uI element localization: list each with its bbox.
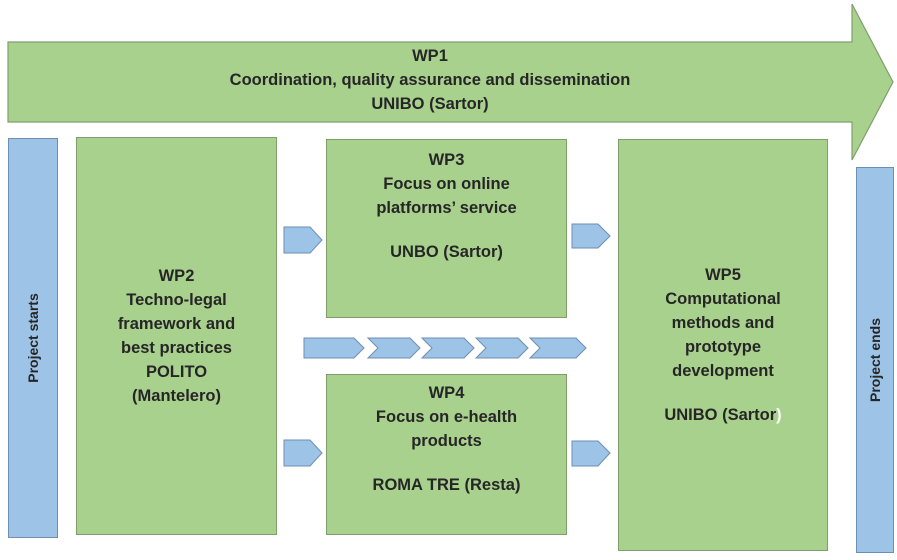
wp5-line: development	[672, 362, 774, 380]
wp2-line: framework and	[117, 315, 236, 333]
wp3-title: WP3	[428, 151, 465, 169]
project-ends-bar: Project ends	[856, 167, 894, 553]
arrow-wp4-to-wp5	[571, 440, 611, 467]
wp4-box: WP4 Focus on e-health products ROMA TRE …	[326, 374, 567, 535]
chevron-1	[303, 337, 365, 359]
arrow-wp3-to-wp5	[571, 223, 611, 249]
chevron-5	[528, 337, 587, 359]
wp5-lead: UNIBO (Sartor	[664, 406, 777, 424]
wp5-lead-wrap: UNIBO (Sartor)	[664, 403, 781, 427]
arrow-wp2-to-wp3	[283, 226, 323, 254]
wp2-line: (Mantelero)	[132, 387, 221, 405]
wp3-lead: UNBO (Sartor)	[390, 243, 503, 261]
project-starts-bar: Project starts	[8, 138, 58, 538]
wp3-line: platforms’ service	[376, 199, 517, 217]
wp1-arrow	[7, 3, 894, 161]
wp2-title: WP2	[158, 267, 195, 285]
wp5-title: WP5	[705, 266, 741, 284]
wp2-line: Techno-legal	[126, 291, 227, 309]
wp2-line: best practices	[121, 339, 232, 357]
wp4-title: WP4	[428, 384, 465, 402]
arrow-wp2-to-wp4	[283, 439, 323, 467]
wp1-text: WP1 Coordination, quality assurance and …	[10, 44, 850, 116]
chevron-4	[474, 337, 529, 359]
wp1-lead: UNIBO (Sartor)	[371, 95, 489, 113]
wp4-line: Focus on e-health	[375, 408, 518, 426]
wp2-box: WP2 Techno-legal framework and best prac…	[76, 137, 277, 535]
chevron-2	[366, 337, 421, 359]
wp5-line: Computational	[665, 290, 781, 308]
wp1-subtitle: Coordination, quality assurance and diss…	[229, 71, 631, 89]
wp4-lead: ROMA TRE (Resta)	[372, 476, 521, 494]
wp5-lead-suffix: )	[776, 406, 782, 424]
wp5-line: methods and	[671, 314, 775, 332]
wp5-box: WP5 Computational methods and prototype …	[618, 139, 828, 551]
project-starts-label: Project starts	[25, 293, 41, 383]
wp5-line: prototype	[684, 338, 762, 356]
wp3-box: WP3 Focus on online platforms’ service U…	[326, 139, 567, 318]
chevron-3	[420, 337, 475, 359]
project-ends-label: Project ends	[867, 317, 883, 403]
wp1-title: WP1	[412, 47, 448, 65]
wp4-line: products	[411, 432, 482, 450]
wp3-line: Focus on online	[383, 175, 510, 193]
wp2-line: POLITO	[145, 363, 208, 381]
